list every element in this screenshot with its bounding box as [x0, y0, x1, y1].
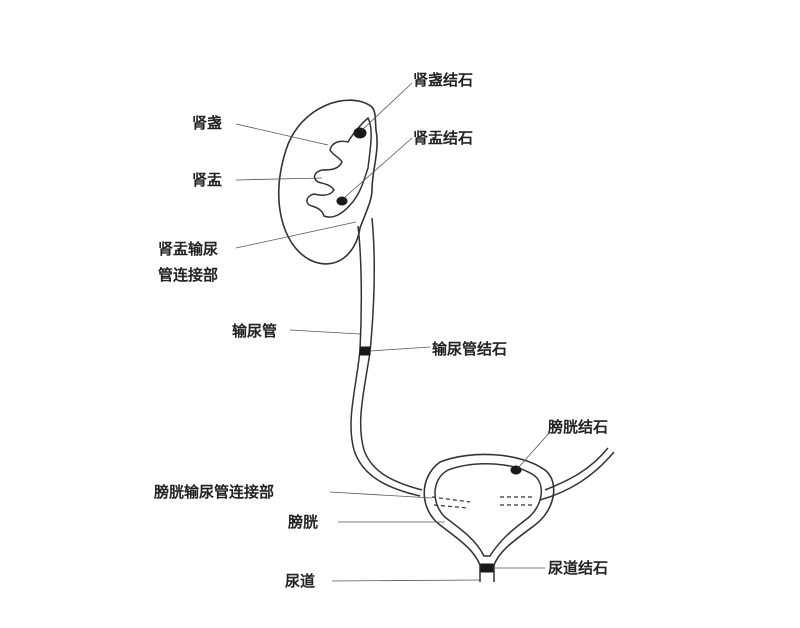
label-upj-line2: 管连接部 [158, 266, 218, 284]
renal-pelvis-stone [336, 196, 348, 206]
label-uvj: 膀胱输尿管连接部 [154, 483, 274, 501]
left-intramural-dashed [431, 496, 471, 503]
label-renal-pelvis: 肾盂 [192, 171, 222, 189]
right-ureter-wall-a [544, 447, 609, 491]
leader-kidney-calyx-stone [361, 82, 413, 131]
leader-ureteral-stone [369, 346, 431, 352]
label-urethral-stone: 尿道结石 [548, 559, 608, 577]
label-upj-line1: 肾盂输尿 [158, 240, 218, 258]
right-ureter-wall-b [539, 451, 615, 501]
leader-bladder-stone [517, 431, 551, 469]
leader-upj [235, 221, 357, 249]
ureter-left-wall [350, 225, 421, 497]
label-ureter: 输尿管 [232, 322, 277, 340]
bladder-outer [423, 453, 555, 566]
label-renal-pelvis-stone: 肾盂结石 [413, 129, 473, 147]
ureter-right-wall [359, 217, 423, 491]
label-bladder-stone: 膀胱结石 [548, 418, 608, 436]
ureteral-stone [359, 346, 371, 356]
label-ureteral-stone: 输尿管结石 [432, 340, 507, 358]
leader-uvj [329, 491, 433, 499]
renal-pelvis-shape [306, 116, 372, 218]
label-kidney-calyx-stone: 肾盏结石 [413, 71, 473, 89]
label-bladder: 膀胱 [288, 513, 318, 531]
leader-renal-pelvis-stone [343, 137, 413, 199]
label-urethra: 尿道 [285, 572, 315, 590]
leader-urethra [331, 579, 481, 582]
label-renal-calyx: 肾盏 [192, 114, 222, 132]
leader-renal-pelvis [235, 177, 323, 181]
urethral-stone [480, 563, 494, 573]
bladder-stone [510, 465, 522, 475]
left-intramural-dashed-2 [433, 504, 469, 509]
leader-ureter [289, 329, 361, 335]
kidney-calyx-stone [353, 127, 367, 139]
leader-renal-calyx [235, 123, 329, 146]
